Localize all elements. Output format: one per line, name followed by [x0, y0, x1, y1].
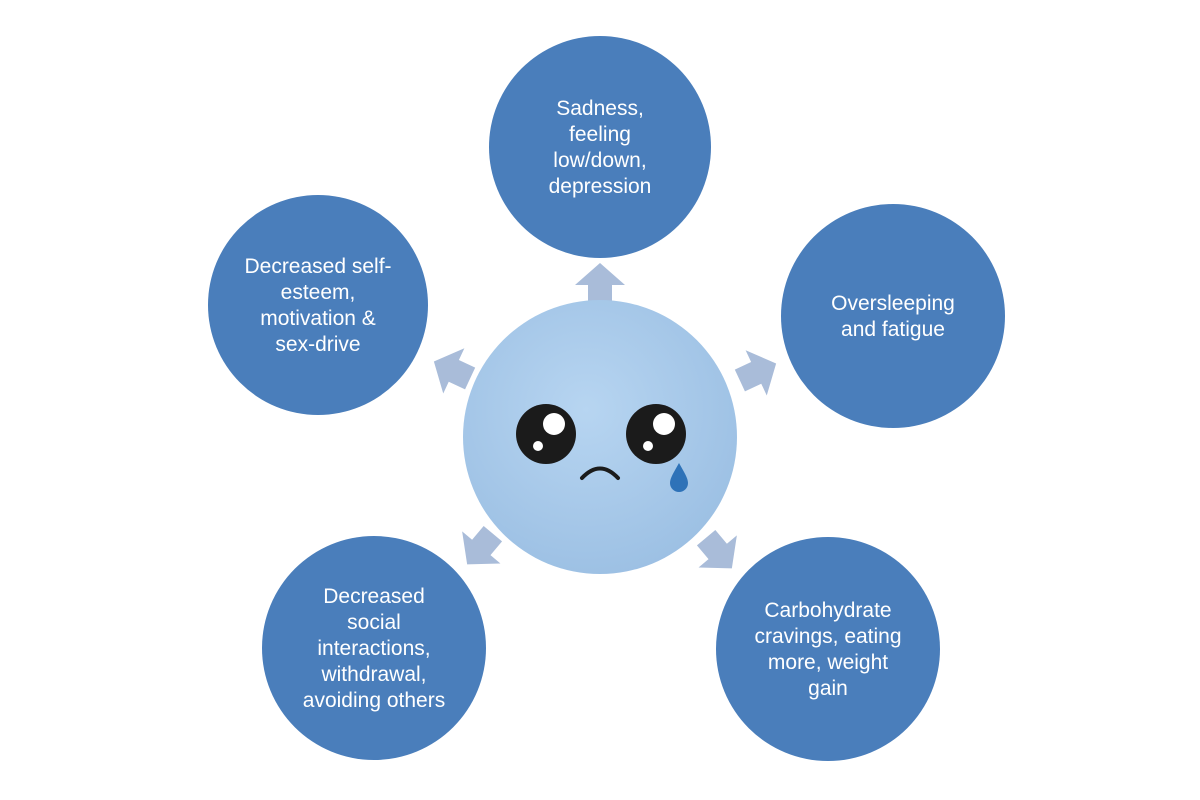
node-label-line: gain: [808, 677, 848, 700]
left-eye-icon: [516, 404, 576, 464]
node-label-line: esteem,: [281, 281, 356, 304]
node-carbohydrate: Carbohydrate cravings, eating more, weight…: [716, 537, 940, 761]
arrow-upper-left: [433, 348, 476, 394]
node-sadness-label: Sadness, feeling low/down, depression: [549, 97, 652, 198]
node-label-line: and fatigue: [841, 318, 945, 341]
tear-drop-icon: [670, 463, 688, 492]
right-eye-icon: [626, 404, 686, 464]
node-self-esteem-label: Decreased self-esteem, motivation & sex-dr…: [244, 255, 391, 356]
face-circle: [463, 300, 737, 574]
arrow-up: [575, 263, 625, 303]
arrow-upper-right: [734, 350, 777, 396]
arrow-lower-right: [696, 529, 737, 569]
node-label-line: more, weight: [768, 651, 888, 674]
node-label-line: social: [347, 611, 401, 634]
node-label-line: Sadness,: [556, 97, 644, 120]
node-label-line: cravings, eating: [754, 625, 901, 648]
arrows: [433, 263, 777, 569]
node-oversleeping: Oversleeping and fatigue: [781, 204, 1005, 428]
frown-mouth: [580, 466, 620, 480]
node-label-line: Decreased: [323, 585, 425, 608]
node-label-line: Carbohydrate: [764, 599, 891, 622]
node-label-line: Decreased self-: [244, 255, 391, 278]
node-oversleeping-label: Oversleeping and fatigue: [831, 292, 955, 341]
node-label-line: low/down,: [553, 149, 646, 172]
node-social-label: Decreased social interactions, withdrawal, a…: [303, 585, 445, 712]
node-sadness: Sadness, feeling low/down, depression: [489, 36, 711, 258]
node-label-line: avoiding others: [303, 689, 445, 712]
node-label-line: motivation &: [260, 307, 376, 330]
node-label-line: sex-drive: [275, 333, 360, 356]
node-label-line: Oversleeping: [831, 292, 955, 315]
sad-face-icon: [463, 300, 737, 574]
arrow-lower-left: [462, 525, 503, 565]
node-label-line: withdrawal,: [320, 663, 426, 686]
node-social: Decreased social interactions, withdrawal, a…: [262, 536, 486, 760]
node-label-line: feeling: [569, 123, 631, 146]
node-label-line: interactions,: [317, 637, 430, 660]
node-self-esteem: Decreased self-esteem, motivation & sex-dr…: [208, 195, 428, 415]
node-label-line: depression: [549, 175, 652, 198]
node-carbohydrate-label: Carbohydrate cravings, eating more, weight…: [754, 599, 901, 700]
